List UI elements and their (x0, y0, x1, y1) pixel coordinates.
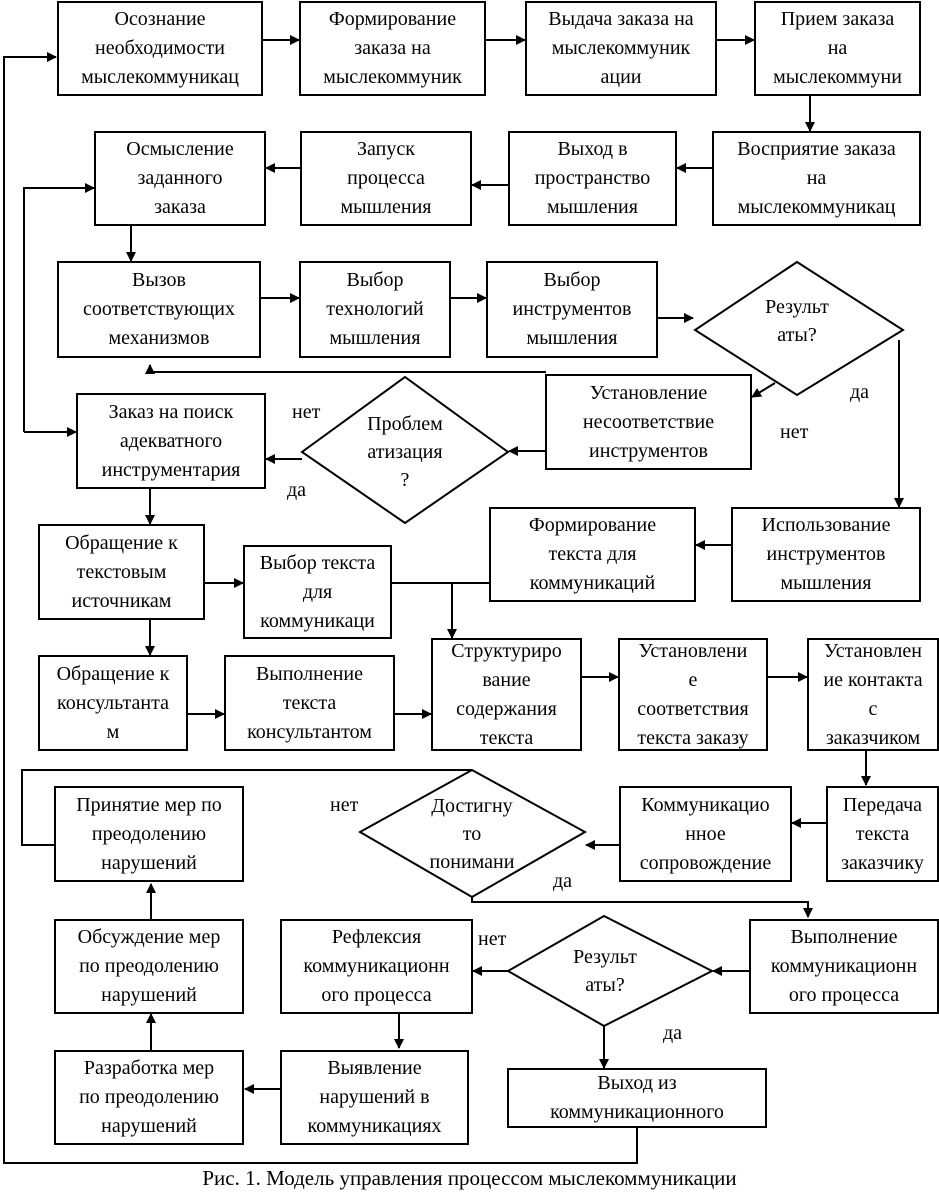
step-detect-violations: Выявление нарушений в коммуникациях (280, 1050, 469, 1145)
label-no-2: нет (292, 401, 321, 423)
step-enter-thinking-space: Выход в пространство мышления (508, 131, 677, 226)
step-communication-support: Коммуникацио нное сопровождение (619, 786, 792, 882)
step-execute-communication: Выполнение коммуникационн ого процесса (749, 919, 939, 1014)
step-awareness-of-necessity: Осознание необходимости мыслекоммуникац (57, 1, 263, 96)
decision-diamond-problematization (300, 375, 510, 525)
step-transfer-text: Передача текста заказчику (826, 786, 939, 882)
step-choose-technologies: Выбор технологий мышления (299, 261, 451, 358)
step-order-perception: Восприятие заказа на мыслекоммуникац (712, 131, 921, 226)
decision-results-2: Результ аты? (573, 946, 637, 996)
label-yes-2: да (287, 479, 307, 501)
step-order-acceptance: Прием заказа на мыслекоммуни (754, 1, 921, 96)
step-contact-customer: Установлен ие контакта с заказчиком (807, 638, 939, 751)
decision-diamond-results-1 (693, 260, 905, 397)
step-reflection: Рефлексия коммуникационн ого процесса (280, 919, 473, 1014)
decision-problematization: Проблем атизация ? (367, 413, 443, 491)
step-call-mechanisms: Вызов соответствующих механизмов (57, 261, 261, 358)
step-order-comprehension: Осмысление заданного заказа (94, 131, 266, 226)
step-choose-text: Выбор текста для коммуникаци (243, 545, 392, 639)
step-take-measures: Принятие мер по преодолению нарушений (54, 786, 244, 882)
step-order-formation: Формирование заказа на мыслекоммуник (299, 1, 486, 96)
step-request-adequate-tools: Заказ на поиск адекватного инструментари… (76, 393, 266, 489)
step-text-sources: Обращение к текстовым источникам (38, 524, 205, 620)
step-launch-thinking: Запуск процесса мышления (300, 131, 472, 226)
step-structure-content: Структуриро вание содержания текста (431, 638, 582, 751)
step-develop-measures: Разработка мер по преодолению нарушений (54, 1050, 244, 1145)
step-instrument-mismatch: Установление несоответствие инструментов (545, 374, 752, 470)
step-use-thinking-tools: Использование инструментов мышления (731, 507, 921, 602)
step-exit-communication: Выход из коммуникационного (507, 1068, 767, 1128)
step-match-text-order: Установлени е соответствия текста заказу (618, 638, 768, 751)
label-yes-1: да (850, 381, 870, 403)
label-no-4: нет (478, 928, 507, 950)
step-discuss-measures: Обсуждение мер по преодолению нарушений (54, 919, 244, 1014)
label-no-1: нет (780, 421, 809, 443)
step-consultant-execution: Выполнение текста консультантом (224, 655, 395, 751)
decision-understanding: Достигну то понимани (429, 795, 515, 873)
step-choose-instruments: Выбор инструментов мышления (486, 261, 658, 358)
label-yes-4: да (663, 1022, 683, 1044)
step-order-issue: Выдача заказа на мыслекоммуник ации (525, 1, 717, 96)
label-no-3: нет (330, 794, 359, 816)
step-consult-expert: Обращение к консультанта м (38, 655, 188, 751)
figure-caption: Рис. 1. Модель управления процессом мысл… (202, 1166, 737, 1190)
decision-results-1: Результ аты? (765, 296, 829, 346)
step-form-communication-text: Формирование текста для коммуникаций (489, 507, 696, 602)
label-yes-3: да (553, 870, 573, 892)
